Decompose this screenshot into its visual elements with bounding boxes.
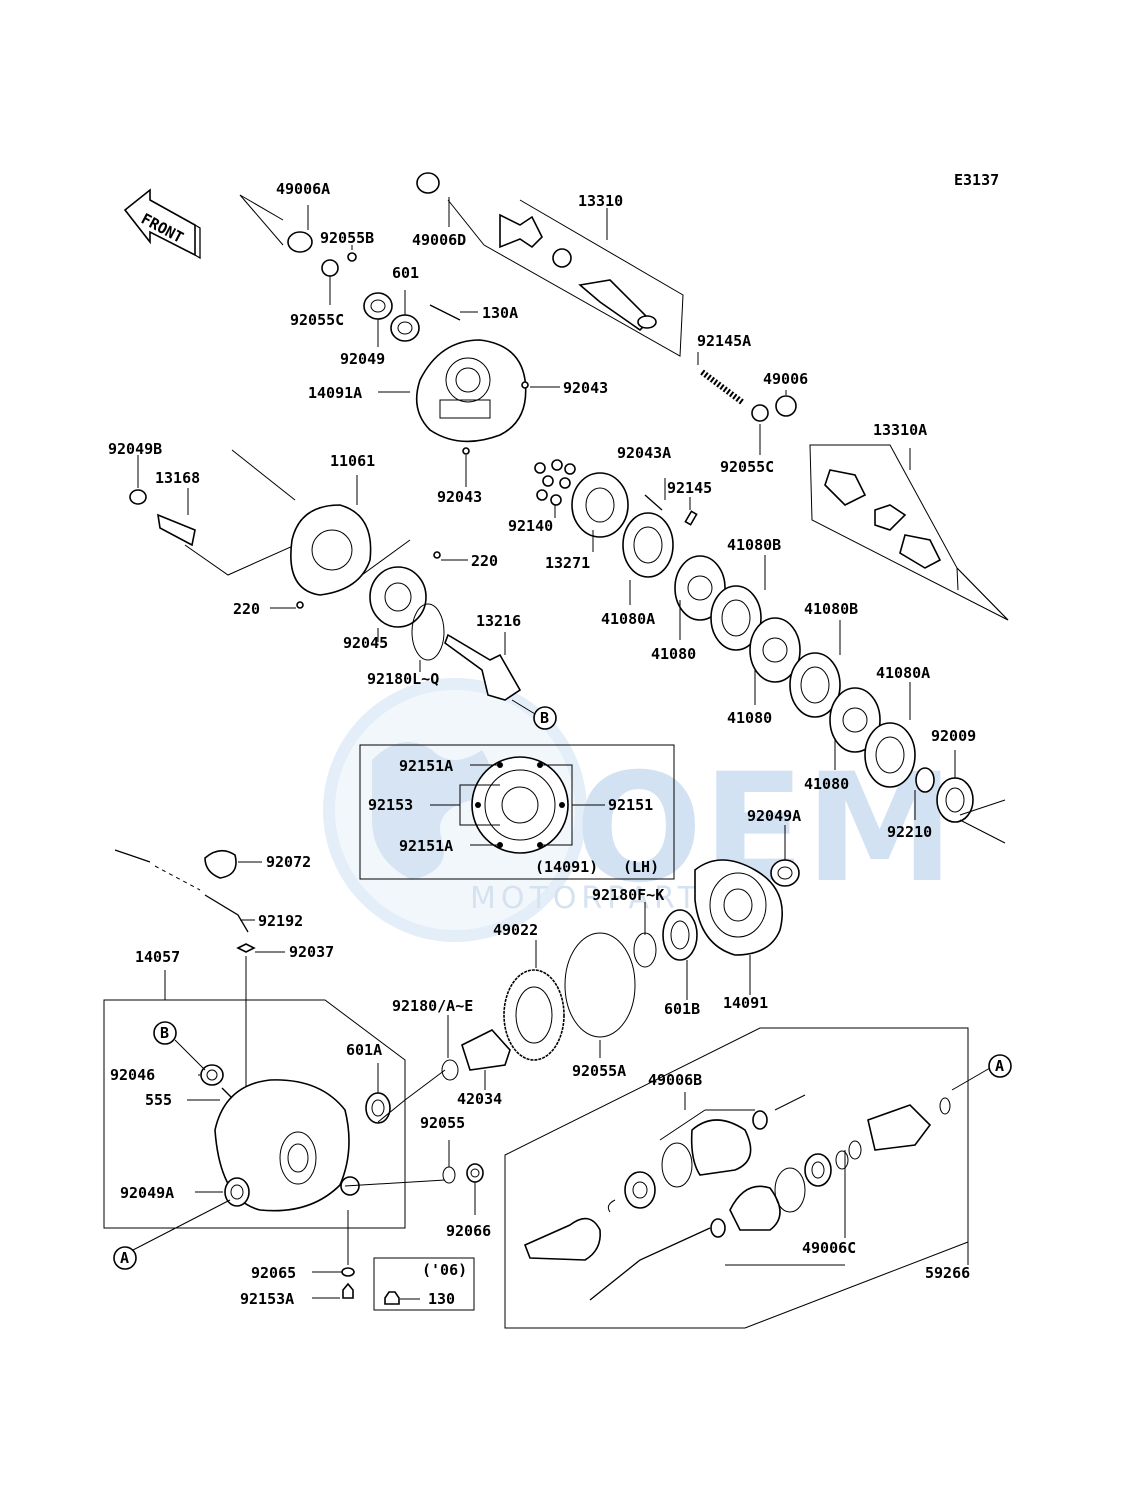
label-06: ('06) xyxy=(422,1261,467,1279)
label-92046: 92046 xyxy=(110,1066,155,1084)
label-92066: 92066 xyxy=(446,1222,491,1240)
label-92055A: 92055A xyxy=(572,1062,626,1080)
ring-gear-49022 xyxy=(441,932,636,1090)
callout-B-left xyxy=(153,1021,177,1045)
label-92043-b: 92043 xyxy=(437,488,482,506)
label-555: 555 xyxy=(145,1091,172,1109)
label-130: 130 xyxy=(428,1290,455,1308)
label-92055C-b: 92055C xyxy=(720,458,774,476)
label-13310: 13310 xyxy=(578,192,623,210)
gear-case-14057: B A xyxy=(103,970,484,1311)
callout-A-right xyxy=(988,1054,1012,1078)
label-220-b: 220 xyxy=(233,600,260,618)
inset-14091-lh xyxy=(359,744,675,880)
label-92151: 92151 xyxy=(608,796,653,814)
callout-B-label: B xyxy=(540,709,549,727)
label-41080-a: 41080 xyxy=(651,645,696,663)
label-92072: 92072 xyxy=(266,853,311,871)
label-220-a: 220 xyxy=(471,552,498,570)
callout-A-left xyxy=(113,1246,137,1270)
clutch-stack xyxy=(534,459,1006,844)
label-601: 601 xyxy=(392,264,419,282)
propeller-shaft-13310A xyxy=(809,444,1009,621)
label-92180FK: 92180F~K xyxy=(592,886,664,904)
label-92055B: 92055B xyxy=(320,229,374,247)
label-92065: 92065 xyxy=(251,1264,296,1282)
front-arrow-icon: FRONT xyxy=(123,188,201,260)
rear-housing-group xyxy=(239,194,560,487)
label-49006A: 49006A xyxy=(276,180,330,198)
label-92049A-a: 92049A xyxy=(747,807,801,825)
label-41080-b: 41080 xyxy=(727,709,772,727)
label-92151A-b: 92151A xyxy=(399,837,453,855)
label-92192: 92192 xyxy=(258,912,303,930)
label-13168: 13168 xyxy=(155,469,200,487)
inset-caption-side: (LH) xyxy=(623,858,659,876)
watermark: OEM MOTORPARTS xyxy=(323,678,954,942)
label-13216: 13216 xyxy=(476,612,521,630)
label-92055: 92055 xyxy=(420,1114,465,1132)
label-59266: 59266 xyxy=(925,1264,970,1282)
label-92180AE: 92180/A~E xyxy=(392,997,473,1015)
label-42034: 42034 xyxy=(457,1090,502,1108)
label-92055C-a: 92055C xyxy=(290,311,344,329)
seal-92049 xyxy=(363,292,393,320)
label-41080A-b: 41080A xyxy=(876,664,930,682)
part-labels: 49006A 92055B 92055C 601 130A 92049 1409… xyxy=(108,180,976,1308)
cover-group-11061 xyxy=(129,449,468,672)
label-92153: 92153 xyxy=(368,796,413,814)
axle-shaft-59266: A xyxy=(504,1027,1012,1329)
label-92049B: 92049B xyxy=(108,440,162,458)
label-130A: 130A xyxy=(482,304,518,322)
pinion-13216: B xyxy=(444,632,557,730)
label-601A: 601A xyxy=(346,1041,382,1059)
cover-14091 xyxy=(633,825,800,1000)
inset-caption-id: (14091) xyxy=(535,858,598,876)
callout-A-left-label: A xyxy=(120,1249,129,1267)
label-14057: 14057 xyxy=(135,948,180,966)
label-14091A: 14091A xyxy=(308,384,362,402)
label-49006: 49006 xyxy=(763,370,808,388)
label-92151A-a: 92151A xyxy=(399,757,453,775)
label-92045: 92045 xyxy=(343,634,388,652)
label-49006B: 49006B xyxy=(648,1071,702,1089)
label-92145A: 92145A xyxy=(697,332,751,350)
bearing-601 xyxy=(390,314,420,342)
label-13310A: 13310A xyxy=(873,421,927,439)
label-92180LQ: 92180L~Q xyxy=(367,670,439,688)
label-41080B-a: 41080B xyxy=(727,536,781,554)
label-92049A-b: 92049A xyxy=(120,1184,174,1202)
note-box-06 xyxy=(373,1257,475,1311)
callout-A-right-label: A xyxy=(995,1057,1004,1075)
label-49006C: 49006C xyxy=(802,1239,856,1257)
label-41080B-b: 41080B xyxy=(804,600,858,618)
label-49006D: 49006D xyxy=(412,231,466,249)
propeller-shaft-13310 xyxy=(416,172,797,455)
label-92043A: 92043A xyxy=(617,444,671,462)
label-92037: 92037 xyxy=(289,943,334,961)
label-601B: 601B xyxy=(664,1000,700,1018)
diagram-code: E3137 xyxy=(954,171,999,189)
label-92210: 92210 xyxy=(887,823,932,841)
breather-group xyxy=(114,849,285,1100)
label-14091: 14091 xyxy=(723,994,768,1012)
label-92153A: 92153A xyxy=(240,1290,294,1308)
housing-14091A xyxy=(415,339,527,443)
label-13271: 13271 xyxy=(545,554,590,572)
seal-49006A xyxy=(287,231,313,253)
label-92049: 92049 xyxy=(340,350,385,368)
label-41080A-a: 41080A xyxy=(601,610,655,628)
label-11061: 11061 xyxy=(330,452,375,470)
label-41080-c: 41080 xyxy=(804,775,849,793)
label-92145: 92145 xyxy=(667,479,712,497)
label-49022: 49022 xyxy=(493,921,538,939)
label-92009: 92009 xyxy=(931,727,976,745)
label-92140: 92140 xyxy=(508,517,553,535)
callout-B-left-label: B xyxy=(160,1024,169,1042)
callout-B-top xyxy=(533,706,557,730)
label-92043-a: 92043 xyxy=(563,379,608,397)
